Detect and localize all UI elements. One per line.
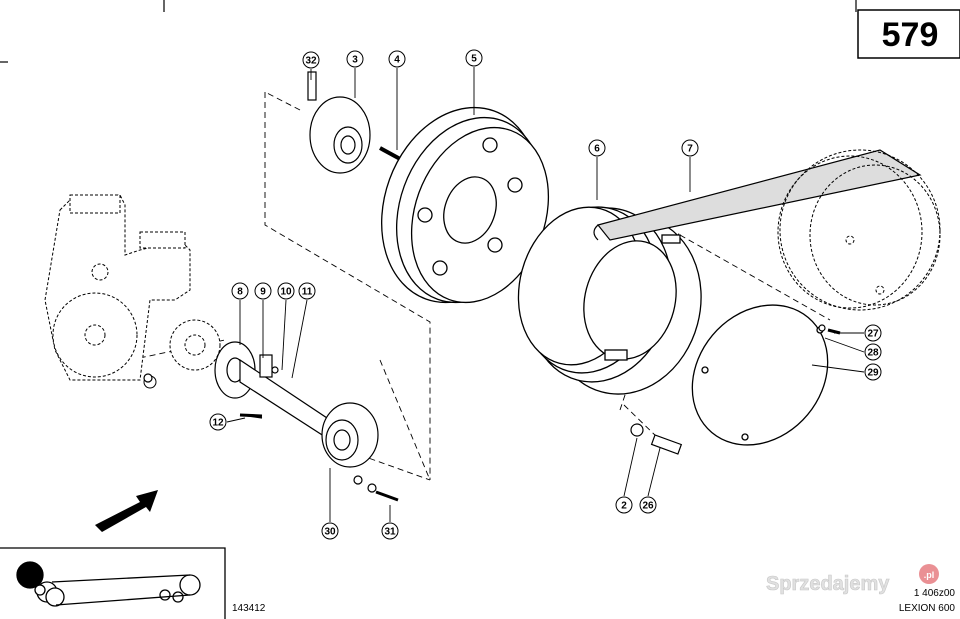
callout-32: 32 bbox=[305, 56, 317, 67]
watermark-text: Sprzedajemy bbox=[766, 573, 890, 595]
callout-7: 7 bbox=[687, 144, 693, 155]
frame bbox=[0, 0, 960, 63]
drawing-code: 143412 bbox=[232, 603, 266, 614]
pulley-hub bbox=[321, 402, 399, 502]
watermark-badge-icon bbox=[919, 564, 939, 584]
watermark: Sprzedajemy .pl bbox=[766, 564, 939, 595]
callout-31: 31 bbox=[384, 527, 396, 538]
callout-27: 27 bbox=[867, 329, 879, 340]
callout-26: 26 bbox=[642, 501, 654, 512]
grooved-pulley bbox=[381, 106, 550, 304]
callout-12: 12 bbox=[212, 418, 224, 429]
callout-3: 3 bbox=[352, 55, 358, 66]
callout-30: 30 bbox=[324, 527, 336, 538]
callout-9: 9 bbox=[260, 287, 266, 298]
flange-shaft bbox=[214, 341, 331, 442]
callout-circles bbox=[209, 49, 882, 540]
callout-8: 8 bbox=[237, 287, 243, 298]
drawing-ref: 1 406z00 bbox=[914, 588, 956, 599]
drive-belt bbox=[593, 149, 922, 241]
hardware bbox=[143, 324, 841, 455]
callout-5: 5 bbox=[471, 54, 477, 65]
callout-6: 6 bbox=[594, 144, 600, 155]
cover-plate bbox=[691, 304, 829, 446]
callout-2: 2 bbox=[621, 501, 627, 512]
callout-29: 29 bbox=[867, 368, 879, 379]
callout-10: 10 bbox=[280, 287, 292, 298]
dashed-pulley bbox=[777, 149, 941, 311]
engine-housing bbox=[44, 194, 221, 389]
callout-leaders bbox=[226, 67, 865, 522]
watermark-badge: .pl bbox=[924, 570, 935, 580]
direction-arrow-icon bbox=[95, 490, 158, 532]
callout-11: 11 bbox=[302, 287, 313, 298]
page-number: 579 bbox=[882, 16, 939, 54]
model-label: LEXION 600 bbox=[899, 603, 956, 614]
location-inset bbox=[0, 547, 226, 619]
variator-disc bbox=[517, 206, 702, 395]
top-hub bbox=[307, 71, 403, 174]
callout-4: 4 bbox=[394, 55, 400, 66]
callout-28: 28 bbox=[867, 348, 879, 359]
